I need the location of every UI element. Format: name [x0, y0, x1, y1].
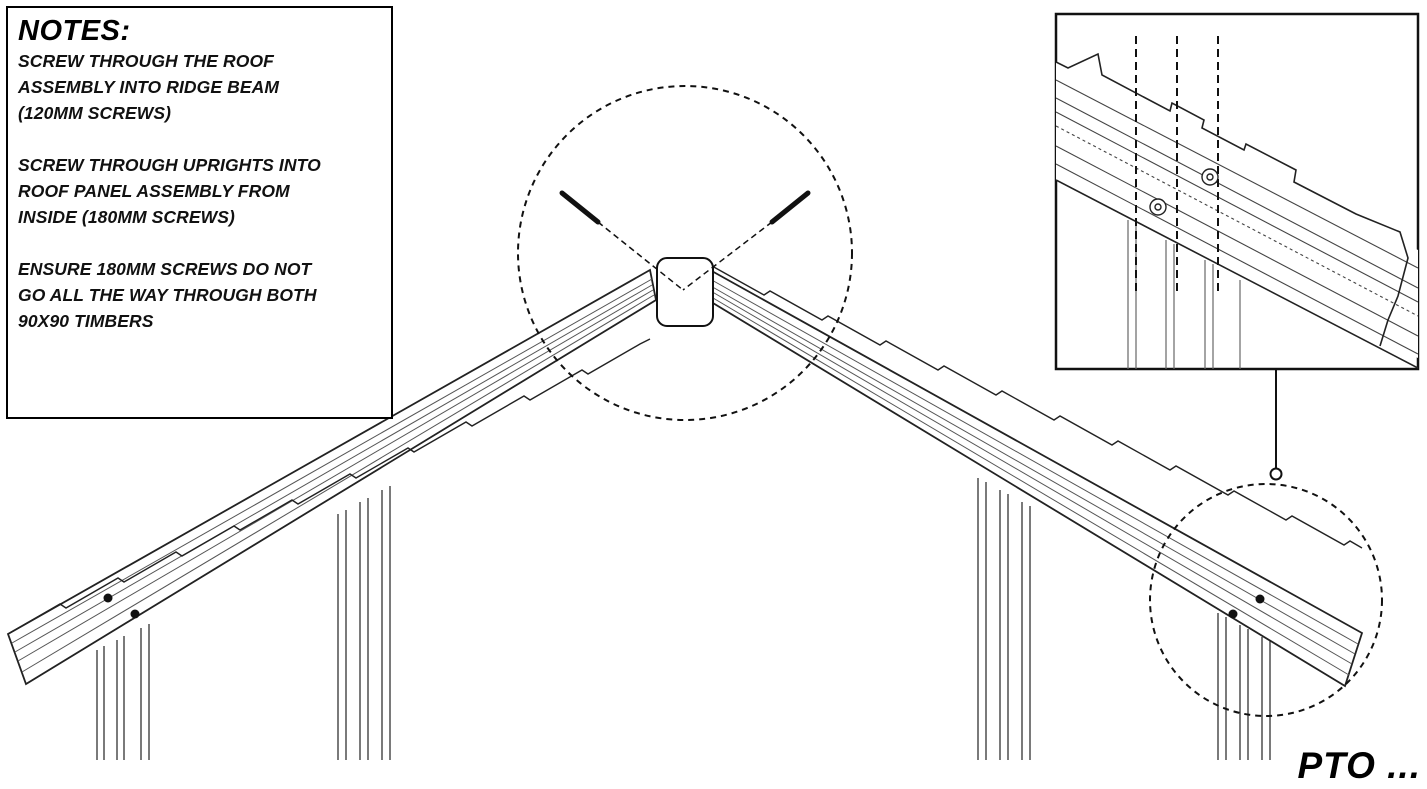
ridge-beam	[656, 257, 714, 327]
note-item: SCREW THROUGH THE ROOF ASSEMBLY INTO RID…	[18, 51, 280, 123]
roof-panel-left	[6, 268, 658, 686]
pto-label: PTO ...	[1297, 745, 1421, 786]
roof-panel-right	[707, 265, 1364, 688]
upright-right-outer	[1217, 613, 1271, 760]
screw-head-right-2	[1255, 594, 1265, 604]
screw-head-left-1	[103, 593, 113, 603]
ridge-screw-left	[559, 190, 684, 291]
eave-detail-circle	[1149, 483, 1383, 717]
notes-box: NOTES: SCREW THROUGH THE ROOF ASSEMBLY I…	[6, 6, 393, 419]
note-item: ENSURE 180MM SCREWS DO NOT GO ALL THE WA…	[18, 259, 317, 331]
screw-head-right-1	[1228, 609, 1238, 619]
note-item: SCREW THROUGH UPRIGHTS INTO ROOF PANEL A…	[18, 155, 321, 227]
ridge-screw-right	[682, 190, 811, 291]
upright-right-inner	[977, 478, 1031, 760]
screw-head-left-2	[130, 609, 140, 619]
upright-left-inner	[337, 486, 391, 760]
callout-dot	[1269, 467, 1283, 481]
eave-detail-inset	[1054, 12, 1420, 371]
detail-screw-1	[1149, 198, 1167, 216]
ridge-detail-circle	[517, 85, 853, 421]
upright-left-outer	[96, 624, 150, 760]
detail-screw-2	[1201, 168, 1219, 186]
notes-title: NOTES:	[18, 15, 131, 47]
